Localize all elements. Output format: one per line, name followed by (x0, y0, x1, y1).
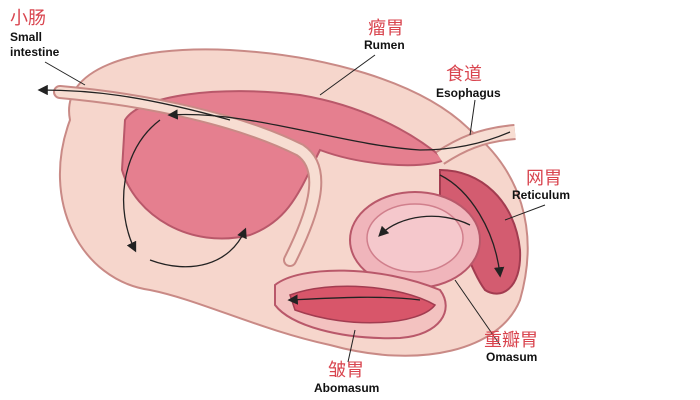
esophagus-label-en: Esophagus (436, 86, 501, 100)
abomasum-folds (289, 285, 437, 324)
omasum-inner (366, 203, 464, 273)
omasum-label-en: Omasum (486, 350, 538, 364)
small-intestine-tube-fill (55, 87, 321, 265)
omasum-label-zh: 重瓣胃 (484, 330, 538, 351)
esophagus-tube-fill (436, 126, 516, 164)
small-intestine-label-zh: 小肠 (10, 8, 46, 29)
rumen-label-zh: 瘤胃 (368, 18, 404, 39)
reticulum-label-en: Reticulum (512, 188, 571, 202)
reticulum-label-zh: 网胃 (526, 168, 562, 189)
small-intestine-label-en-1: Small (10, 30, 43, 44)
abomasum-label-zh: 皱胃 (328, 360, 364, 381)
leader-lines (44, 54, 546, 363)
small-intestine-label-en-2: intestine (10, 45, 60, 59)
esophagus-label-zh: 食道 (446, 64, 482, 85)
abomasum-label-en: Abomasum (314, 381, 380, 395)
rumen-lining (120, 90, 447, 240)
flow-arrows (37, 84, 511, 305)
rumen-label-en: Rumen (364, 38, 405, 52)
